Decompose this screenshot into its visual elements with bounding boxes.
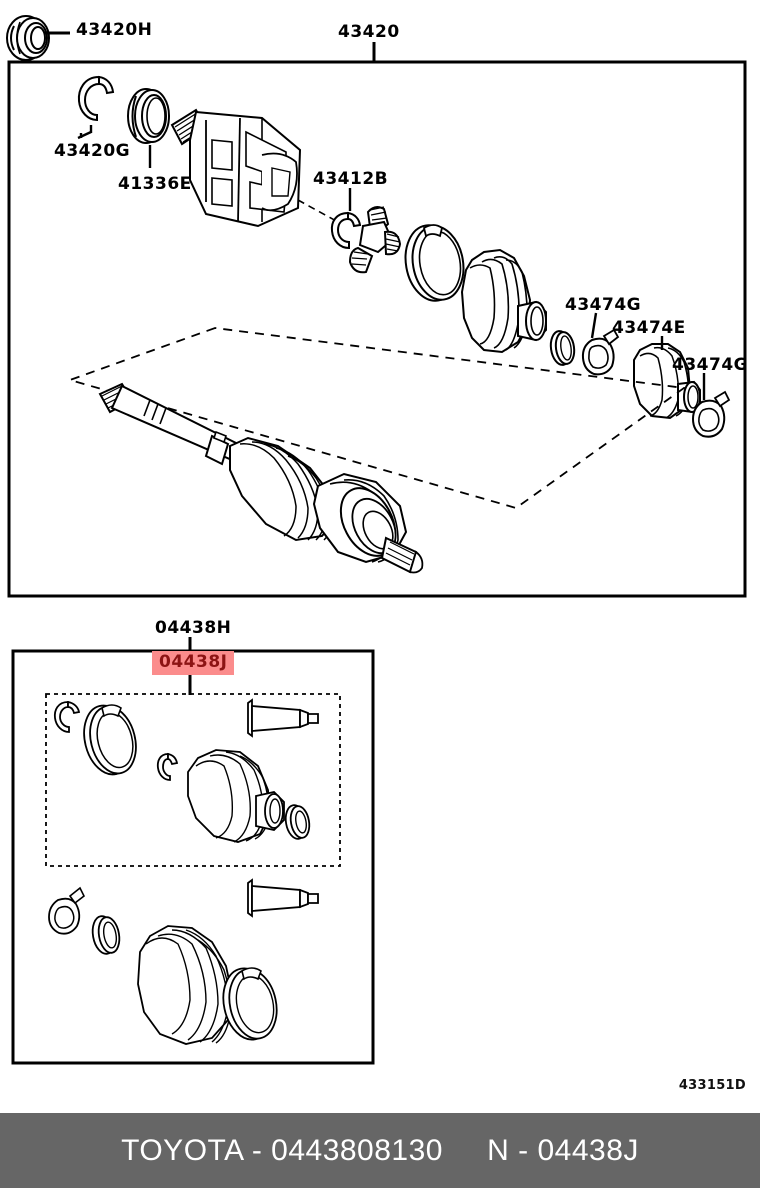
part-inboard-cv-boot [460, 248, 547, 354]
callout-43412b: 43412B [313, 169, 389, 189]
part-43420g-snap-ring [77, 75, 115, 140]
callout-43474e: 43474E [612, 318, 686, 338]
figure-id: 433151D [678, 1078, 746, 1093]
part-43420h-seal [6, 15, 70, 61]
callout-04438j-highlighted: 04438J [152, 651, 235, 675]
callout-04438h: 04438H [155, 618, 232, 638]
footer-bar: TOYOTA - 0443808130 N - 04438J [0, 1113, 760, 1188]
callout-41336e: 41336E [118, 174, 192, 194]
part-43474e-boot [633, 336, 701, 420]
callout-43420h: 43420H [76, 20, 153, 40]
kit-04438h-lower-contents [48, 878, 319, 1045]
callout-43474g-left: 43474G [565, 295, 642, 315]
footer-part-caption: TOYOTA - 0443808130 N - 04438J [121, 1133, 639, 1167]
subkit-04438j-contents [53, 698, 319, 843]
part-43474g-clamp-left [581, 312, 620, 376]
callout-43474g-right: 43474G [672, 355, 749, 375]
subkit-04438j-outline [45, 693, 341, 867]
part-small-ring-clamp [549, 330, 576, 366]
part-41336e-seal [127, 88, 170, 168]
part-tripod-spider [348, 206, 402, 274]
part-assembled-drive-shaft [98, 382, 424, 574]
assembly-view-outline [67, 327, 687, 509]
part-43412b-snap-ring [330, 188, 362, 250]
part-43420-joint-housing [170, 108, 339, 228]
part-43474g-clamp-right [691, 373, 731, 438]
parts-illustration [6, 15, 747, 1065]
callout-43420: 43420 [338, 22, 400, 42]
part-large-boot-clamp [404, 224, 465, 302]
callout-43420g: 43420G [54, 141, 131, 161]
